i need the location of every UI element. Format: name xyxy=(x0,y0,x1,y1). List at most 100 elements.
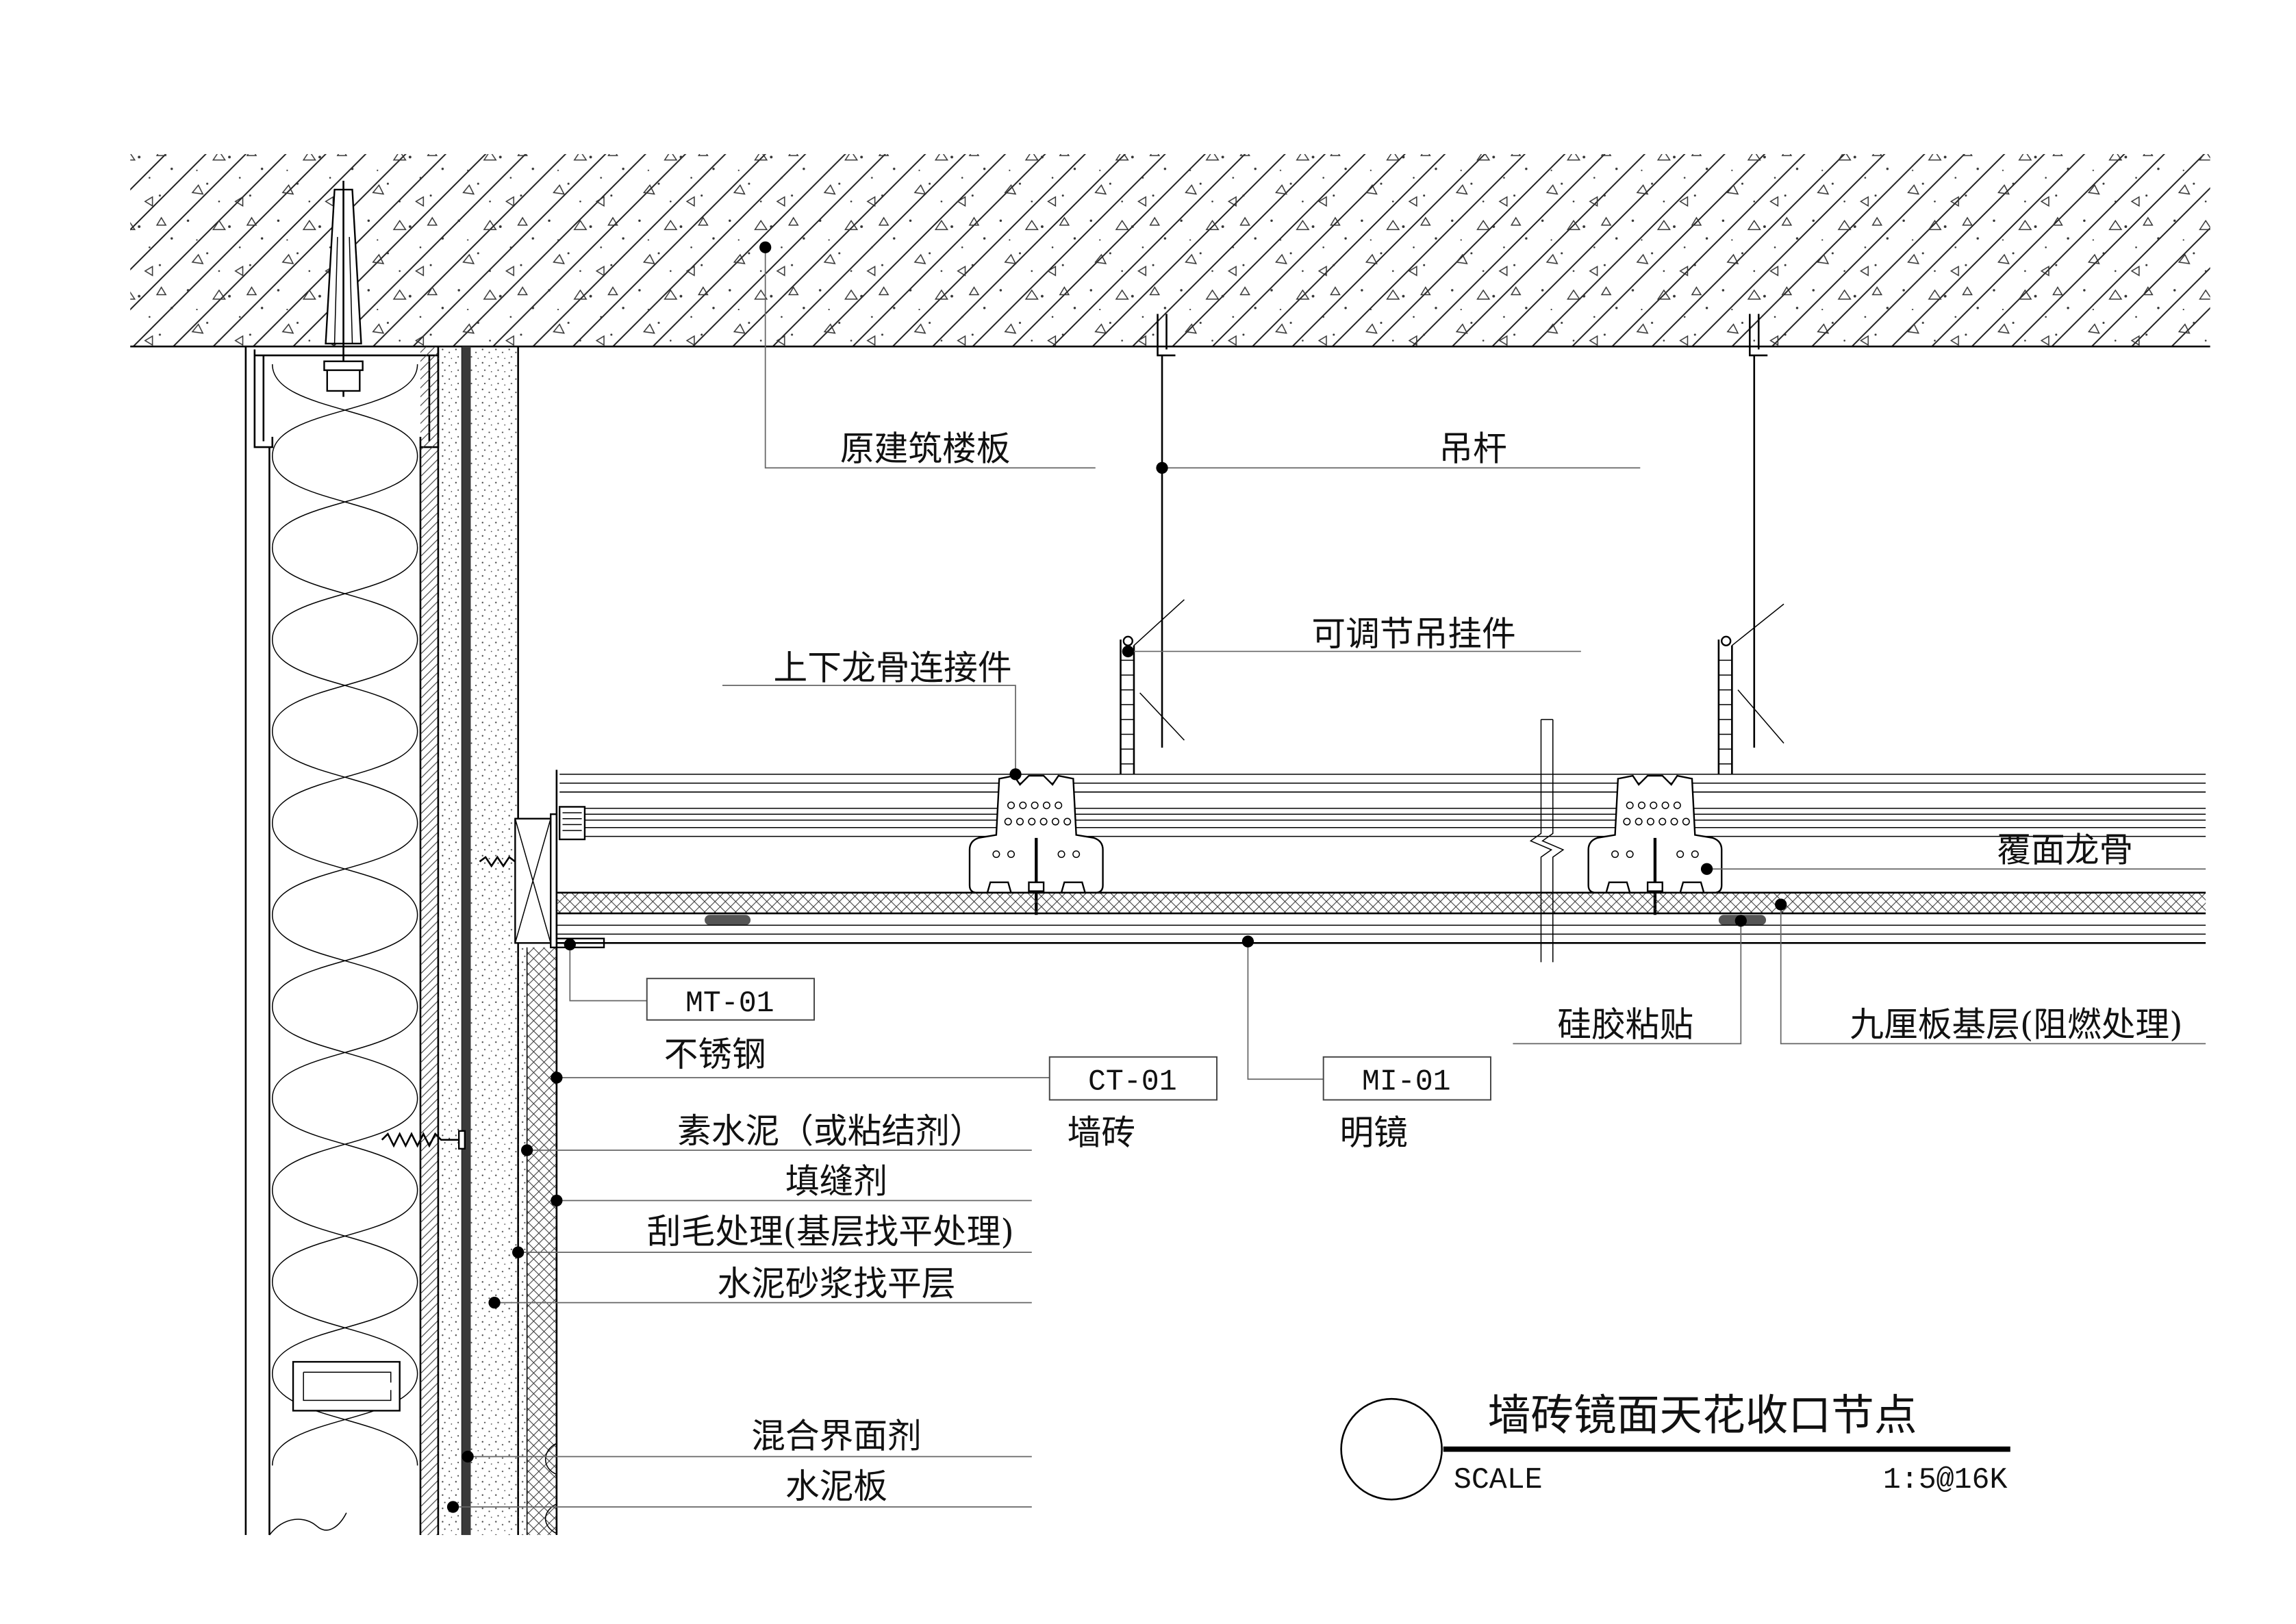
adjustable-hanger-body xyxy=(1120,639,1135,774)
slab-aggregate xyxy=(130,154,2210,347)
interface-agent-layer xyxy=(462,346,471,1536)
hanger-spring xyxy=(1731,603,1784,744)
rod-top-bracket xyxy=(1157,314,1176,357)
rod-top-bracket xyxy=(1748,314,1768,357)
silicone-pad-1 xyxy=(705,915,751,926)
wall-finish-layers xyxy=(381,346,558,1536)
detail-number-circle xyxy=(1340,1397,1443,1501)
leader-line xyxy=(722,685,1016,774)
callout-mortar-layer: 水泥砂浆找平层 xyxy=(488,1264,1032,1309)
leader-dot xyxy=(759,241,772,253)
leader-line xyxy=(1780,904,2206,1045)
material-code: CT-01 xyxy=(1088,1065,1177,1098)
leader-dot xyxy=(1734,915,1747,927)
leader-dot xyxy=(551,1194,563,1207)
adjustable-hanger-pivot xyxy=(1122,635,1133,646)
material-code-box xyxy=(1322,1056,1491,1101)
material-name: 明镜 xyxy=(1339,1113,1407,1152)
material-code-box xyxy=(646,978,815,1021)
leader-dot xyxy=(551,1071,563,1084)
silicone-pads xyxy=(705,915,1767,926)
leader-line xyxy=(1513,920,1742,1045)
plywood-base-layer xyxy=(556,891,2206,915)
detail-title-block: 墙砖镜面天花收口节点 SCALE 1:5@16K xyxy=(1340,1391,2010,1501)
callout-silicone: 硅胶粘贴 xyxy=(1513,915,1747,1045)
callout-cement-board: 水泥板 xyxy=(446,1467,1032,1513)
adjustable-hanger-teeth xyxy=(1120,659,1134,765)
cement-board-layer xyxy=(438,346,462,1536)
callout-label: 混合界面剂 xyxy=(751,1417,922,1456)
insulation-curve-a xyxy=(272,364,418,1466)
callout-cover-keel: 覆面龙骨 xyxy=(1700,830,2206,875)
anchor-slit-left xyxy=(333,237,338,344)
tile-joint-break xyxy=(545,1443,557,1534)
clip-holes xyxy=(1611,801,1699,859)
clip-bolt-nut xyxy=(1646,881,1663,892)
clip-holes xyxy=(992,801,1081,859)
callout-interface-agent: 混合界面剂 xyxy=(462,1417,1032,1463)
leader-dot xyxy=(1700,863,1713,875)
break-left xyxy=(1529,719,1553,963)
callout-label: 水泥砂浆找平层 xyxy=(717,1264,955,1304)
plywood-hatch xyxy=(556,892,2206,914)
callout-material-ct: CT-01 墙砖 xyxy=(551,1056,1218,1152)
callout-label: 可调节吊挂件 xyxy=(1311,614,1515,654)
keel-end-cap-stripes xyxy=(562,812,582,831)
callout-label: 原建筑楼板 xyxy=(840,429,1011,469)
mortar-leveling-layer xyxy=(470,346,518,1536)
callout-plain-cement: 素水泥（或粘结剂） xyxy=(520,1111,1032,1156)
wall-channel-profile xyxy=(292,1360,401,1412)
wall-screw-head xyxy=(457,1130,466,1150)
callout-label: 覆面龙骨 xyxy=(1997,830,2133,870)
leader-line xyxy=(1247,941,1324,1080)
callout-plywood-base: 九厘板基层(阻燃处理) xyxy=(1775,898,2206,1045)
callout-label: 上下龙骨连接件 xyxy=(774,648,1012,688)
callout-adjustable-hanger: 可调节吊挂件 xyxy=(1122,614,1581,658)
leader-line xyxy=(569,944,647,1002)
leader-dot xyxy=(1241,935,1254,948)
break-right xyxy=(1541,719,1565,963)
main-keel-runner xyxy=(555,770,2206,948)
leader-dot xyxy=(1156,461,1168,474)
callout-label: 硅胶粘贴 xyxy=(1557,1005,1693,1045)
adjustable-hanger-pivot xyxy=(1721,635,1732,646)
callout-joint-filler: 填缝剂 xyxy=(551,1162,1032,1207)
callout-roughening: 刮毛处理(基层找平处理) xyxy=(512,1212,1032,1258)
material-code: MT-01 xyxy=(685,987,774,1020)
insulation-curve-b xyxy=(272,364,418,1466)
hanger-spring xyxy=(1133,599,1185,741)
anchor-washer xyxy=(323,360,364,371)
expansion-anchor-bolt xyxy=(323,180,364,397)
callout-label: 刮毛处理(基层找平处理) xyxy=(647,1212,1014,1252)
anchor-slit-right xyxy=(349,237,353,344)
wood-block-screw xyxy=(479,855,516,868)
drawing-title: 墙砖镜面天花收口节点 xyxy=(1488,1391,1917,1441)
leader-line xyxy=(764,247,1096,469)
callout-hanger-rod: 吊杆 xyxy=(1156,429,1641,474)
mirror-layer xyxy=(556,924,2206,944)
section-break-line xyxy=(1529,719,1565,963)
callout-label: 九厘板基层(阻燃处理) xyxy=(1850,1005,2182,1045)
clip-bolt-nut xyxy=(1028,881,1045,892)
leader-dot xyxy=(512,1246,525,1258)
callout-label: 水泥板 xyxy=(785,1467,887,1506)
wall-break-mark xyxy=(268,1512,347,1536)
leader-dot xyxy=(564,938,576,951)
gypsum-layer xyxy=(420,346,438,1536)
hanger-assembly-1 xyxy=(1120,314,1185,774)
leader-dot xyxy=(1009,768,1022,781)
scale-value: 1:5@16K xyxy=(1883,1463,2008,1497)
leader-dot xyxy=(488,1296,501,1309)
plain-cement-layer xyxy=(518,947,527,1536)
material-code-box xyxy=(1048,1056,1218,1101)
callout-keel-connector: 上下龙骨连接件 xyxy=(722,648,1022,781)
leader-dot xyxy=(446,1501,459,1513)
wall-channel-inner xyxy=(303,1371,392,1401)
callout-label: 素水泥（或粘结剂） xyxy=(677,1111,983,1151)
callout-floor-slab: 原建筑楼板 xyxy=(759,241,1096,469)
leader-dot xyxy=(1122,645,1134,658)
callout-label: 填缝剂 xyxy=(785,1162,887,1202)
material-name: 墙砖 xyxy=(1068,1113,1135,1152)
anchor-nut xyxy=(326,369,361,392)
